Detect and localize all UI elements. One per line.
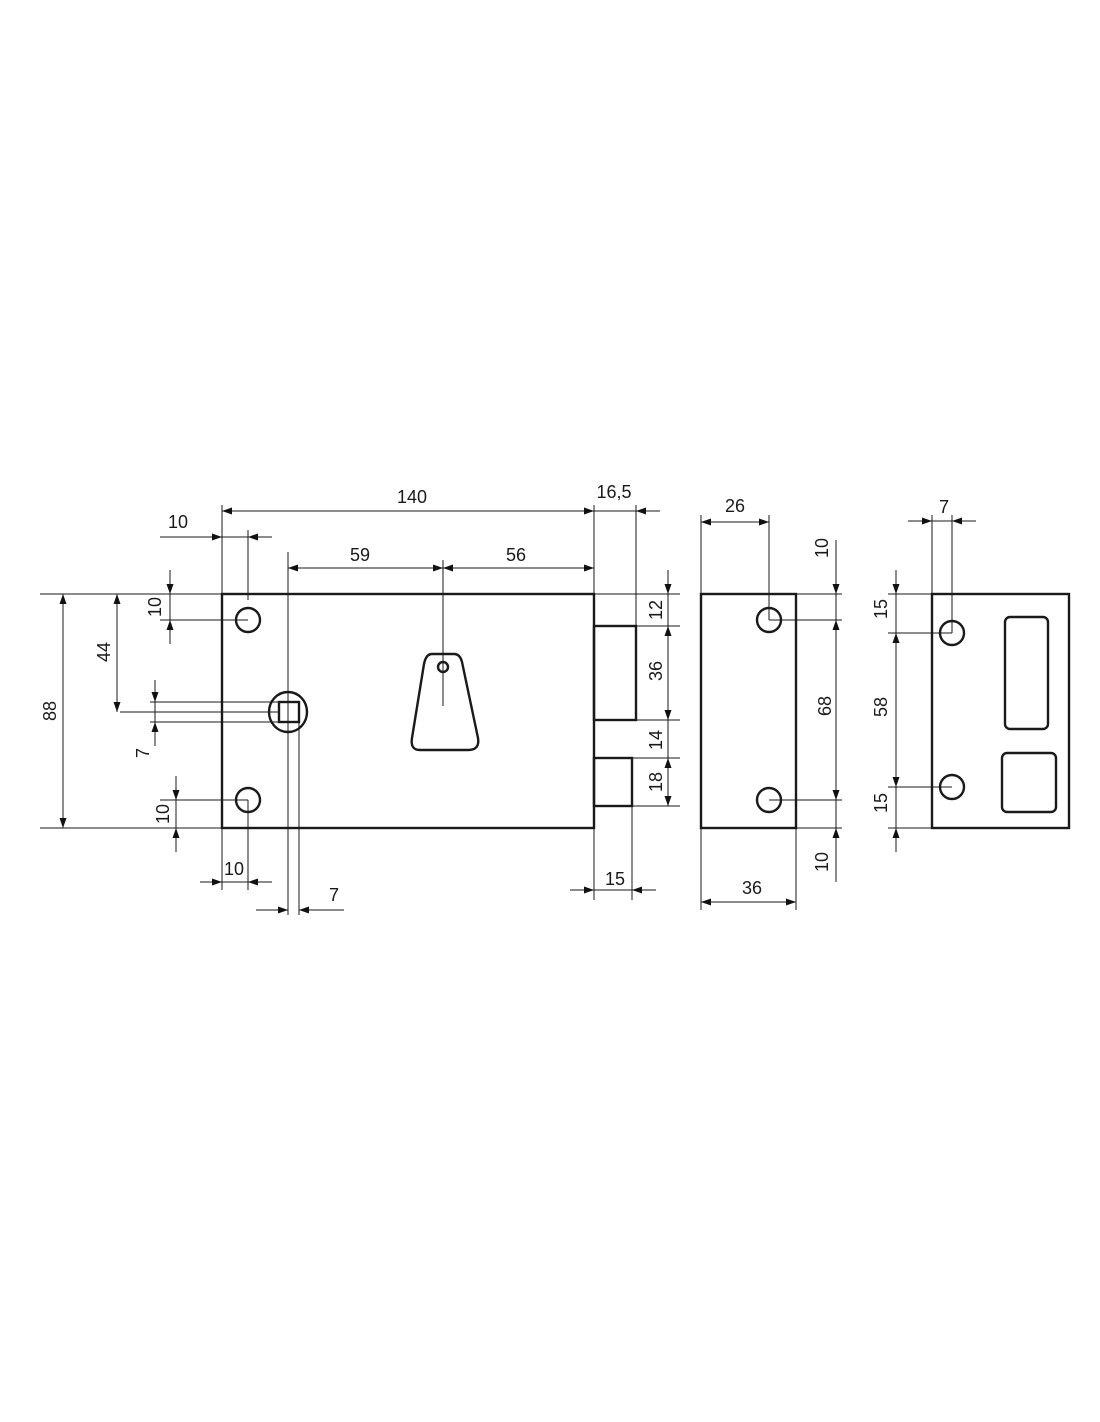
- dim-spindle-width: 7: [329, 885, 339, 905]
- dim-overall-height: 88: [40, 701, 60, 721]
- dim-hole-offset-y-top: 10: [145, 597, 165, 617]
- dim-bolt-projection: 16,5: [596, 482, 631, 502]
- dim-hole-offset-y-bottom: 10: [153, 804, 173, 824]
- deadbolt: [592, 624, 638, 722]
- dim-strike-top-offset: 15: [871, 599, 891, 619]
- dim-strike-hole-spacing: 58: [871, 697, 891, 717]
- latch-bolt: [592, 756, 634, 808]
- strike-view: 7 15 58 15: [871, 497, 1071, 852]
- keyhole: [410, 652, 480, 752]
- spindle-square: [277, 700, 301, 724]
- dim-bolt-top-offset: 12: [646, 600, 666, 620]
- dim-strike-hole-offset: 7: [939, 497, 949, 517]
- dim-spindle-to-keyhole: 59: [350, 545, 370, 565]
- dim-keyhole-to-edge: 56: [506, 545, 526, 565]
- dim-side-hole-spacing: 68: [815, 696, 835, 716]
- dim-hole-offset-x-bottom: 10: [224, 859, 244, 879]
- side-body: [699, 592, 798, 830]
- latch-slot: [1000, 751, 1058, 814]
- strike-plate: [930, 592, 1071, 830]
- front-view: 140 16,5 10 59 56 88 44 10 7 10 10: [40, 482, 680, 915]
- dim-hole-offset-x-top: 10: [168, 512, 188, 532]
- dim-side-width: 36: [742, 878, 762, 898]
- lock-body: [220, 592, 596, 830]
- side-view: 26 36 10 68 10: [699, 496, 842, 910]
- dim-strike-bottom-offset: 15: [871, 793, 891, 813]
- dim-spindle-square: 7: [133, 748, 153, 758]
- dim-overall-width: 140: [397, 487, 427, 507]
- deadbolt-slot: [1003, 615, 1050, 731]
- dim-side-hole-offset: 26: [725, 496, 745, 516]
- dim-side-bottom-offset: 10: [812, 852, 832, 872]
- dim-side-top-offset: 10: [812, 538, 832, 558]
- dim-latch-height: 18: [646, 772, 666, 792]
- dim-spindle-height: 44: [94, 642, 114, 662]
- dim-deadbolt-height: 36: [646, 661, 666, 681]
- dim-bolt-gap: 14: [646, 730, 666, 750]
- dim-latch-projection: 15: [605, 869, 625, 889]
